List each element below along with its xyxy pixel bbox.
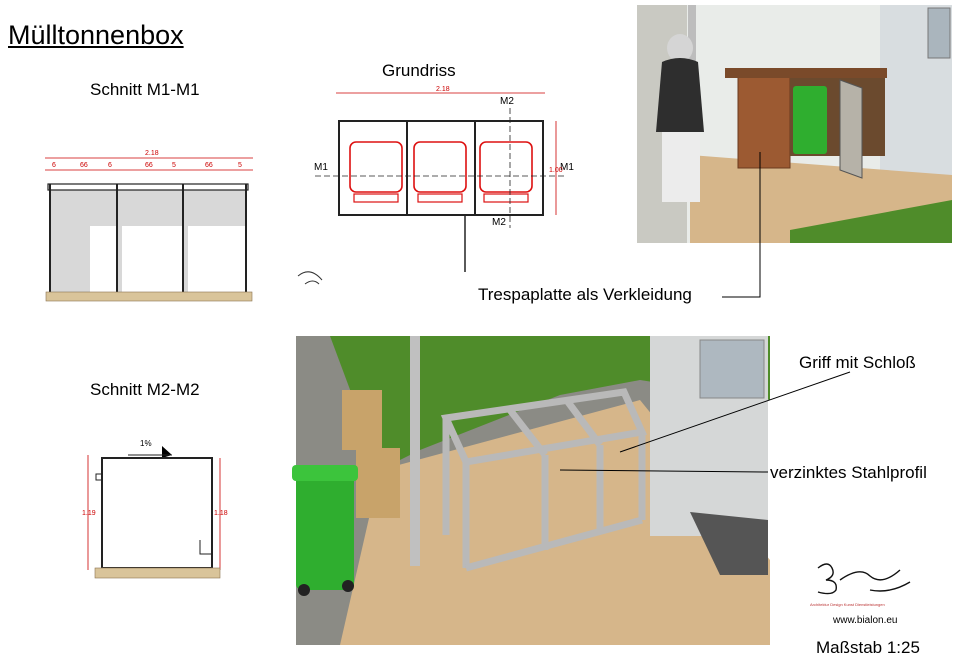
callout-stahl-leader	[559, 469, 769, 473]
section-m1-drawing: 2.18 6 66 6 66 5 66 5	[45, 150, 253, 302]
dim-seg-3: 6	[108, 162, 112, 169]
dim-seg-1: 6	[52, 162, 56, 169]
axis-m2-top: M2	[500, 96, 514, 107]
dim-seg-2: 66	[80, 162, 88, 169]
callout-griff-leader	[619, 371, 851, 453]
callout-trespa-leader	[722, 152, 761, 298]
render-top-photo	[637, 5, 952, 243]
dim-seg-5: 5	[172, 162, 176, 169]
dim-seg-7: 5	[238, 162, 242, 169]
dim-total-plan: 2.18	[436, 86, 450, 93]
bialon-logo	[817, 563, 911, 595]
section-m2-drawing: 1% 1.19 1.18	[82, 439, 228, 579]
floor-plan-title: Grundriss	[382, 61, 456, 80]
axis-m1-right: M1	[560, 162, 574, 173]
axis-m2-bottom: M2	[492, 217, 506, 228]
callout-stahl: verzinktes Stahlprofil	[770, 463, 927, 482]
dim-seg-4: 66	[145, 162, 153, 169]
section-m1-title: Schnitt M1-M1	[90, 80, 200, 99]
dim-height-left: 1.19	[82, 510, 96, 517]
page-title: Mülltonnenbox	[8, 20, 184, 50]
floor-plan-drawing: 2.18 M1 M1 M2 M2 1.00	[297, 86, 574, 285]
axis-m1-left: M1	[314, 162, 328, 173]
dim-slope: 1%	[140, 439, 152, 448]
dim-total-m1: 2.18	[145, 150, 159, 157]
scale-label: Maßstab 1:25	[816, 638, 920, 657]
brand-website: www.bialon.eu	[833, 615, 898, 626]
dim-height-right: 1.18	[214, 510, 228, 517]
callout-trespa: Trespaplatte als Verkleidung	[478, 285, 692, 304]
callout-griff: Griff mit Schloß	[799, 353, 916, 372]
brand-tagline: Architektur Design Kunst Dienstleistunge…	[810, 602, 885, 607]
render-bottom-photo	[292, 336, 770, 645]
dim-depth-plan: 1.00	[549, 167, 563, 174]
dim-seg-6: 66	[205, 162, 213, 169]
section-m2-title: Schnitt M2-M2	[90, 380, 200, 399]
